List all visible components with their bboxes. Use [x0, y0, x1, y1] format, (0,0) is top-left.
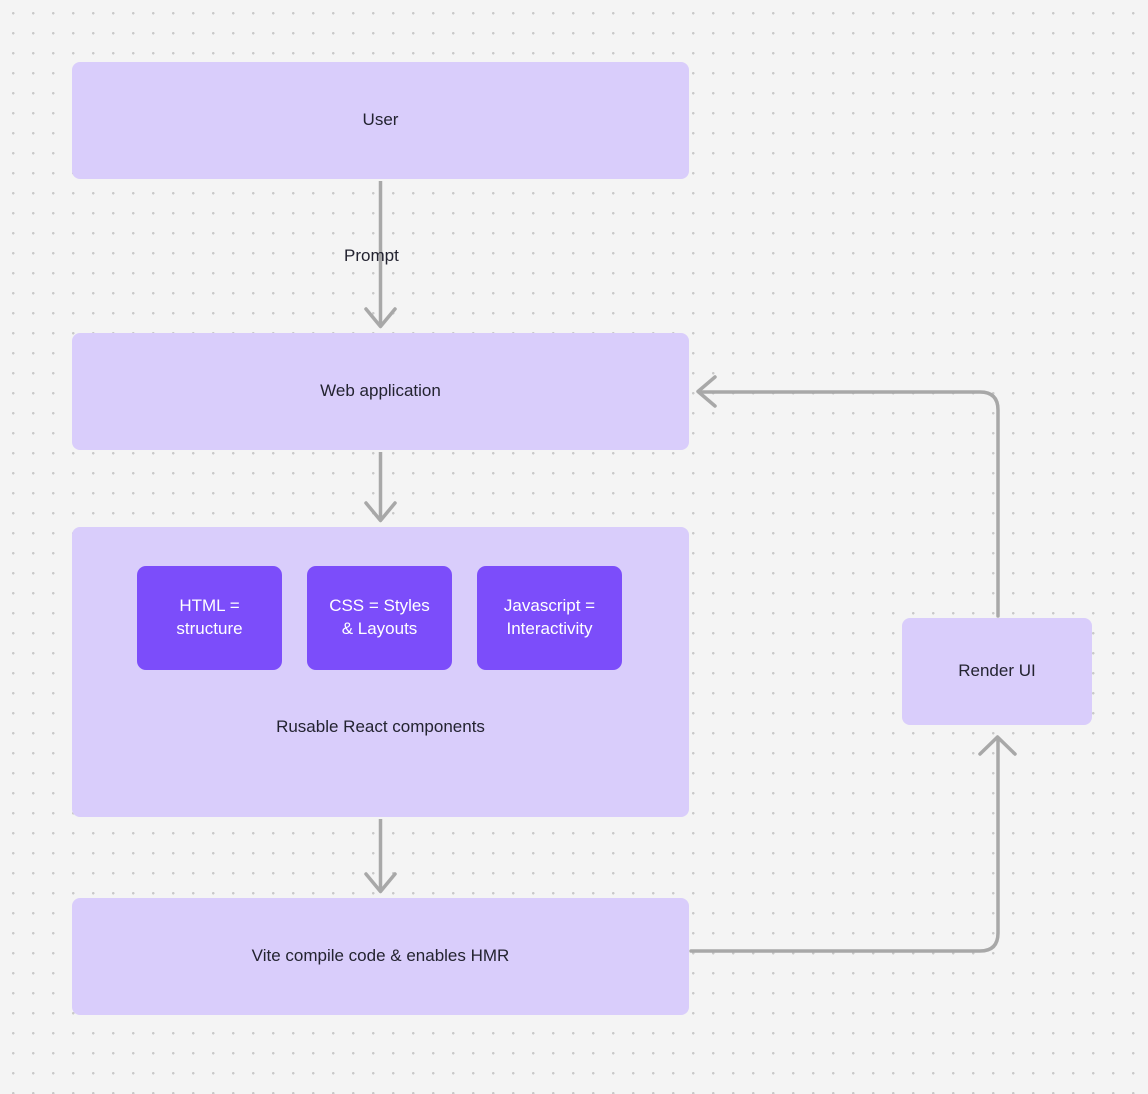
node-vite[interactable]: Vite compile code & enables HMR	[72, 898, 689, 1015]
node-javascript-text: Javascript = Interactivity	[504, 595, 595, 641]
node-html-line2: structure	[176, 619, 243, 638]
node-css-line2: & Layouts	[341, 619, 418, 638]
node-css[interactable]: CSS = Styles & Layouts	[307, 566, 452, 670]
node-vite-label: Vite compile code & enables HMR	[251, 946, 510, 966]
edge-label-prompt: Prompt	[344, 246, 399, 265]
node-render-ui[interactable]: Render UI	[902, 618, 1092, 725]
node-web-application-label: Web application	[320, 381, 441, 401]
node-react-components-caption: Rusable React components	[276, 717, 485, 736]
node-web-application[interactable]: Web application	[72, 333, 689, 450]
node-javascript-line2: Interactivity	[506, 619, 593, 638]
edge-vite-to-renderui	[689, 735, 1017, 953]
node-css-line1: CSS = Styles	[329, 596, 430, 616]
node-css-text: CSS = Styles & Layouts	[329, 595, 430, 641]
node-user-label: User	[362, 110, 399, 130]
edge-renderui-to-webapp	[696, 375, 1000, 618]
node-javascript[interactable]: Javascript = Interactivity	[477, 566, 622, 670]
edge-components-to-vite	[364, 819, 397, 894]
node-html[interactable]: HTML = structure	[137, 566, 282, 670]
node-javascript-line1: Javascript =	[503, 596, 596, 616]
node-user[interactable]: User	[72, 62, 689, 179]
edge-webapp-to-components	[364, 452, 397, 523]
node-html-line1: HTML =	[179, 596, 240, 616]
node-render-ui-label: Render UI	[958, 661, 1036, 681]
node-html-text: HTML = structure	[176, 595, 242, 641]
